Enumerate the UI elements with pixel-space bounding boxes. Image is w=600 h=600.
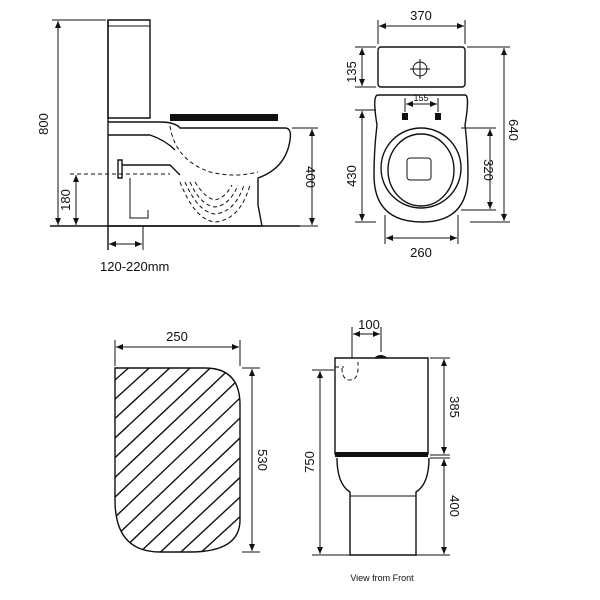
front-cistern: [334, 357, 429, 455]
dim-plan-135: 135: [344, 61, 359, 83]
side-outlet: [117, 159, 181, 179]
front-view: 100 750 385 400 View from Front: [302, 317, 462, 583]
side-cistern: [107, 19, 151, 119]
side-bowl: [108, 121, 292, 227]
front-seat: [335, 452, 428, 457]
dim-side-400: 400: [303, 166, 318, 188]
dim-side-180: 180: [58, 189, 73, 211]
plan-cistern: [377, 46, 466, 88]
dim-side-800: 800: [36, 113, 51, 135]
side-trapway: [179, 181, 251, 223]
hinge-right: [435, 113, 441, 120]
front-pan: [336, 457, 430, 556]
dim-section-530: 530: [255, 449, 270, 471]
side-seat: [170, 114, 278, 121]
side-view: 800 180 400 120-220mm: [36, 19, 318, 274]
dim-plan-260: 260: [410, 245, 432, 260]
section-view: 250 530: [114, 329, 270, 553]
plan-seat: [380, 127, 462, 209]
dim-side-setout: 120-220mm: [100, 259, 169, 274]
section-hatch: [115, 368, 240, 552]
dim-plan-370: 370: [410, 8, 432, 23]
dim-front-385: 385: [447, 396, 462, 418]
hinge-left: [402, 113, 408, 120]
dim-front-400: 400: [447, 495, 462, 517]
front-caption: View from Front: [350, 573, 414, 583]
dim-section-250: 250: [166, 329, 188, 344]
dim-plan-430: 430: [344, 165, 359, 187]
dim-plan-155: 155: [413, 93, 428, 103]
dim-plan-640: 640: [506, 119, 521, 141]
plan-view: 155 370 135 430 320 640 260: [344, 8, 521, 260]
plan-bowl: [373, 94, 469, 223]
section-outline: [114, 367, 241, 553]
flush-button-front-icon: [374, 355, 388, 358]
dim-front-750: 750: [302, 451, 317, 473]
flush-button-icon: [410, 59, 430, 79]
dim-plan-320: 320: [481, 159, 496, 181]
dim-front-100: 100: [358, 317, 380, 332]
